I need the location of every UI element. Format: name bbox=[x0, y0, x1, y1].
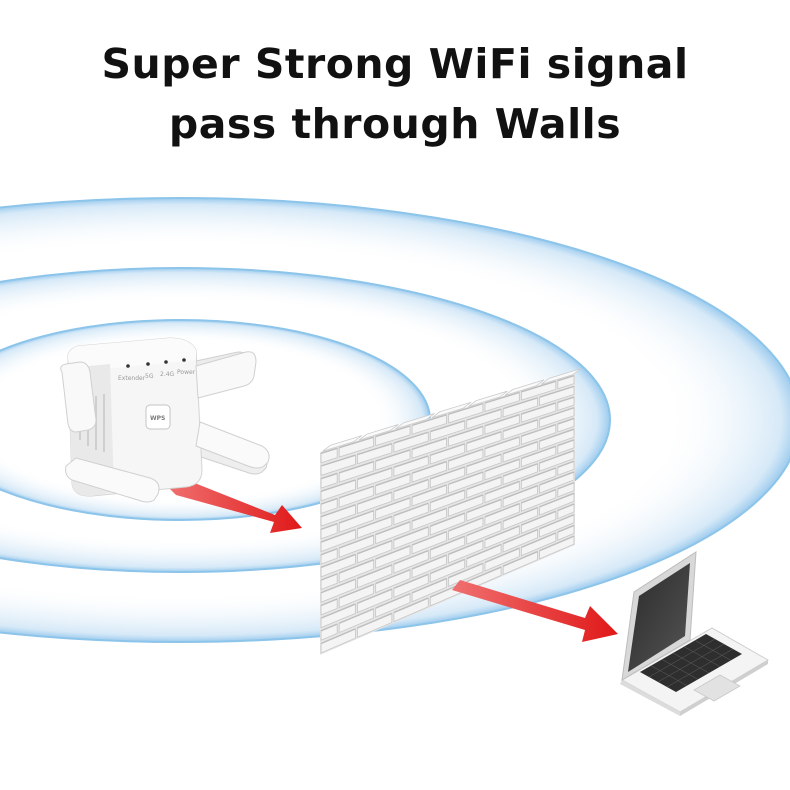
led-label-extender: Extender bbox=[118, 375, 146, 382]
signal-arrow-icon bbox=[168, 478, 302, 533]
wall-brick bbox=[357, 443, 393, 465]
wall-brick bbox=[357, 467, 393, 490]
brick-wall-icon bbox=[320, 368, 581, 655]
wall-brick bbox=[357, 612, 393, 638]
laptop-icon bbox=[620, 551, 769, 716]
wall-brick bbox=[357, 588, 393, 614]
headline-line-1: Super Strong WiFi signal bbox=[101, 40, 689, 88]
wall-brick bbox=[357, 564, 393, 589]
headline-line-2: pass through Walls bbox=[168, 100, 622, 148]
led-label-24g: 2.4G bbox=[160, 371, 175, 378]
wall-brick bbox=[357, 540, 393, 564]
headline: Super Strong WiFi signal pass through Wa… bbox=[0, 34, 790, 154]
led-label-power: Power bbox=[177, 369, 196, 376]
wall-brick bbox=[357, 515, 393, 539]
led-label-5g: 5G bbox=[145, 373, 154, 380]
wall-brick bbox=[357, 491, 393, 514]
signal-arrow-icon bbox=[452, 580, 618, 642]
wps-button bbox=[145, 404, 171, 430]
wifi-extender-icon: Extender 5G 2.4G Power WPS bbox=[60, 337, 270, 503]
wps-label: WPS bbox=[150, 415, 165, 422]
